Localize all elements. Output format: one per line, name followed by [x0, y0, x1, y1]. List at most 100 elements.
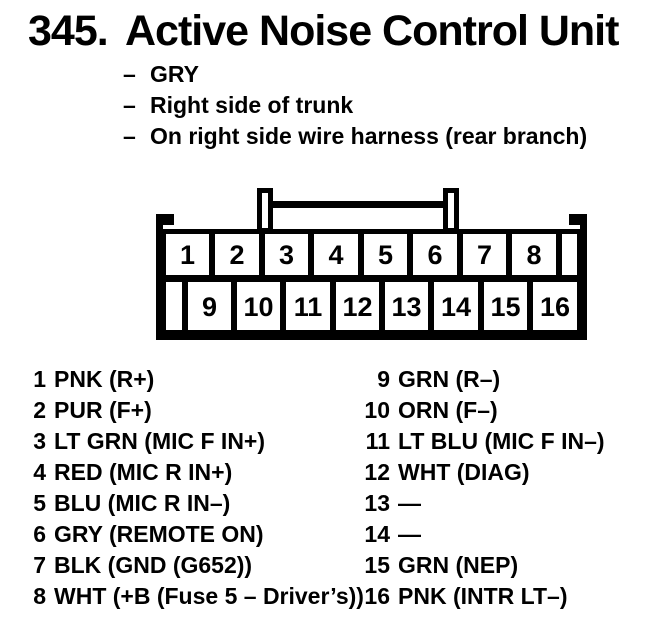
pin-list-label: LT BLU (MIC F IN–): [398, 428, 605, 454]
pin-list-label: BLK (GND (G652)): [54, 552, 253, 578]
page-heading: 345. Active Noise Control Unit: [28, 7, 619, 55]
connector-diagram: 1 2 3 4 5 6 7 8 9 10 11 12 13 14 15 16: [156, 188, 587, 340]
pin-list-number: 5: [33, 490, 46, 516]
pin-row: 1 PNK (R+): [20, 364, 364, 395]
dash-glyph: –: [123, 123, 136, 149]
pin-row: 14 —: [355, 519, 605, 550]
pin-row: 16 PNK (INTR LT–): [355, 581, 605, 612]
pin-number: 9: [202, 292, 217, 322]
pin-list-number: 12: [364, 459, 390, 485]
pin-cavity-6: [413, 234, 457, 275]
pin-cavity-10: [237, 282, 280, 330]
pin-number: 13: [391, 292, 421, 322]
pin-row: 8 WHT (+B (Fuse 5 – Driver’s)): [20, 581, 364, 612]
pin-cavity-3: [265, 234, 308, 275]
blank-cavity-top-right: [562, 234, 577, 275]
corner-tab-right-icon: [569, 214, 587, 231]
pin-list-label: —: [398, 521, 421, 547]
pin-row: 11 LT BLU (MIC F IN–): [355, 426, 605, 457]
latch-post-right-icon: [443, 188, 459, 233]
pin-list-number: 13: [364, 490, 390, 516]
pin-row: 13 —: [355, 488, 605, 519]
pin-row: 2 PUR (F+): [20, 395, 364, 426]
pin-row: 12 WHT (DIAG): [355, 457, 605, 488]
pin-row: 7 BLK (GND (G652)): [20, 550, 364, 581]
pin-row: 3 LT GRN (MIC F IN+): [20, 426, 364, 457]
pin-list-number: 11: [365, 428, 390, 454]
pin-list-number: 10: [364, 397, 390, 423]
pin-number: 11: [294, 292, 323, 322]
pin-list-label: RED (MIC R IN+): [54, 459, 233, 485]
pin-cavity-1: [166, 234, 209, 275]
pin-list-label: —: [398, 490, 421, 516]
pin-list-number: 8: [33, 583, 46, 609]
pin-list-label: LT GRN (MIC F IN+): [54, 428, 266, 454]
pin-cavity-8: [512, 234, 556, 275]
connector-notes: – GRY – Right side of trunk – On right s…: [123, 59, 587, 152]
pin-list-left: 1 PNK (R+) 2 PUR (F+) 3 LT GRN (MIC F IN…: [20, 364, 364, 612]
pin-cavity-12: [336, 282, 379, 330]
pin-list-number: 2: [33, 397, 46, 423]
pin-list-label: PNK (INTR LT–): [398, 583, 568, 609]
pin-list-label: ORN (F–): [398, 397, 498, 423]
pin-number: 16: [540, 292, 570, 322]
pin-number: 8: [526, 240, 541, 270]
pin-cavity-9: [188, 282, 231, 330]
pin-row: 15 GRN (NEP): [355, 550, 605, 581]
pin-list-number: 9: [377, 366, 390, 392]
pin-number: 6: [427, 240, 442, 270]
pin-cavity-2: [215, 234, 259, 275]
pin-list-number: 7: [33, 552, 46, 578]
pin-row: 5 BLU (MIC R IN–): [20, 488, 364, 519]
pin-row: 9 GRN (R–): [355, 364, 605, 395]
dash-glyph: –: [123, 92, 136, 118]
pin-list-label: BLU (MIC R IN–): [54, 490, 231, 516]
pin-number: 14: [441, 292, 471, 322]
note-text: GRY: [150, 61, 199, 87]
pin-list-label: GRN (R–): [398, 366, 501, 392]
dash-glyph: –: [123, 61, 136, 87]
pin-cavity-14: [434, 282, 478, 330]
pin-list-number: 6: [33, 521, 46, 547]
note-text: Right side of trunk: [150, 92, 354, 118]
pin-list-right: 9 GRN (R–) 10 ORN (F–) 11 LT BLU (MIC F …: [355, 364, 605, 612]
note-color: – GRY: [123, 59, 587, 90]
pin-number: 12: [342, 292, 372, 322]
corner-tab-left-icon: [156, 214, 174, 231]
pin-cavity-16: [533, 282, 577, 330]
pin-number: 10: [243, 292, 273, 322]
pin-cavity-13: [385, 282, 428, 330]
latch-post-left-icon: [257, 188, 273, 233]
pin-number: 4: [328, 240, 343, 270]
pin-number: 7: [477, 240, 492, 270]
pin-row: 10 ORN (F–): [355, 395, 605, 426]
pin-number: 15: [490, 292, 520, 322]
pin-number: 2: [229, 240, 244, 270]
pin-list-label: GRN (NEP): [398, 552, 519, 578]
pin-cavity-11: [286, 282, 330, 330]
pin-row: 4 RED (MIC R IN+): [20, 457, 364, 488]
pin-list-label: WHT (DIAG): [398, 459, 530, 485]
pin-list-label: PUR (F+): [54, 397, 152, 423]
pin-list-number: 14: [364, 521, 390, 547]
pin-cavity-15: [484, 282, 527, 330]
pin-cavity-4: [314, 234, 358, 275]
note-location: – Right side of trunk: [123, 90, 587, 121]
pin-list-label: PNK (R+): [54, 366, 155, 392]
page-title: Active Noise Control Unit: [125, 7, 619, 55]
pin-list-label: GRY (REMOTE ON): [54, 521, 264, 547]
blank-cavity-bottom-left: [166, 282, 182, 330]
pin-cavity-7: [463, 234, 506, 275]
note-harness: – On right side wire harness (rear branc…: [123, 121, 587, 152]
pin-number: 3: [279, 240, 294, 270]
pin-list-number: 3: [33, 428, 46, 454]
pin-list-number: 16: [364, 583, 390, 609]
pin-number: 5: [378, 240, 393, 270]
pin-list-number: 15: [364, 552, 390, 578]
pin-list-number: 1: [33, 366, 46, 392]
section-number: 345.: [28, 7, 109, 55]
pin-number: 1: [180, 240, 195, 270]
pin-row: 6 GRY (REMOTE ON): [20, 519, 364, 550]
note-text: On right side wire harness (rear branch): [150, 123, 588, 149]
